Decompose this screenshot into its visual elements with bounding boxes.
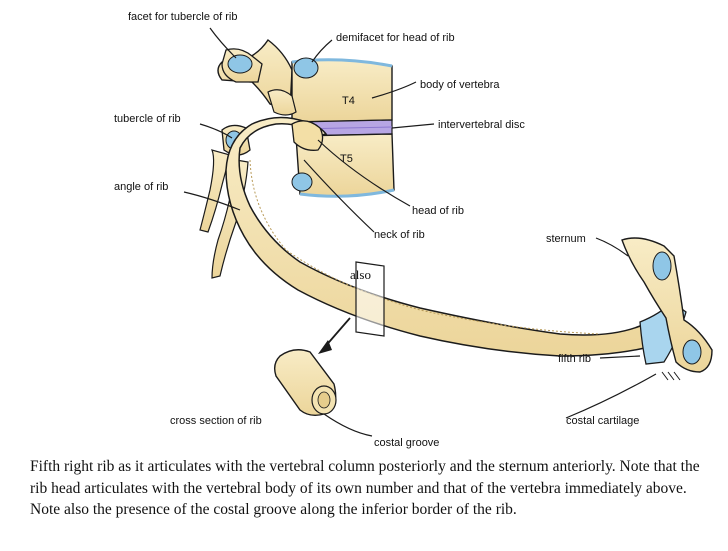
facet-tubercle-shape	[227, 54, 253, 74]
label-intervertebral-disc: intervertebral disc	[438, 119, 525, 131]
label-tubercle-of-rib: tubercle of rib	[114, 113, 181, 125]
leader-lines	[183, 27, 657, 437]
sternal-facet-upper	[652, 251, 672, 281]
figure-caption: Fifth right rib as it articulates with t…	[30, 458, 700, 518]
label-cross-section: cross section of rib	[170, 415, 262, 427]
label-facet-tubercle: facet for tubercle of rib	[128, 11, 237, 23]
label-costal-cartilage: costal cartilage	[566, 415, 639, 427]
label-demifacet-head: demifacet for head of rib	[336, 32, 455, 44]
spinous-process	[199, 149, 231, 233]
sternum-shape	[621, 237, 713, 373]
lower-demifacet-shape	[291, 172, 313, 192]
label-costal-groove: costal groove	[374, 437, 439, 449]
pedicle	[267, 89, 297, 116]
label-also: also	[350, 267, 371, 282]
label-angle-of-rib: angle of rib	[114, 181, 168, 193]
label-head-of-rib: head of rib	[412, 205, 464, 217]
rib-head	[291, 120, 324, 151]
demifacet-head-shape	[293, 57, 319, 79]
label-neck-of-rib: neck of rib	[374, 229, 425, 241]
fifth-rib	[225, 116, 663, 357]
label-sternum: sternum	[546, 233, 586, 245]
label-t5: T5	[340, 153, 353, 165]
label-body-vertebra: body of vertebra	[420, 79, 500, 91]
sternal-facet-lower	[682, 339, 702, 365]
label-t4: T4	[342, 95, 355, 107]
label-fifth-rib: fifth rib	[558, 353, 591, 365]
section-plane	[355, 261, 385, 337]
